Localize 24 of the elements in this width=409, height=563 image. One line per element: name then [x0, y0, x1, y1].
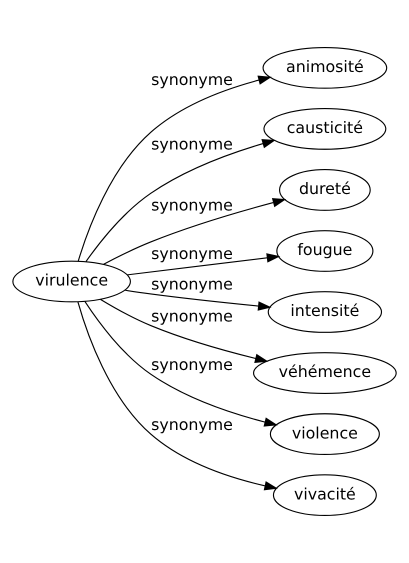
node-ellipse: animosité [262, 46, 388, 89]
arrow [84, 301, 278, 427]
edge-label: synonyme [151, 354, 233, 374]
arrow [125, 290, 272, 311]
node-ellipse: violence [270, 413, 380, 455]
arrow [86, 139, 276, 262]
edge-label: synonyme [151, 70, 233, 90]
edge-label: synonyme [151, 306, 233, 326]
node-ellipse: vivacité [272, 474, 377, 516]
node-ellipse: dureté [279, 169, 371, 211]
arrow [127, 253, 280, 276]
arrow [78, 76, 272, 262]
edge-label: synonyme [151, 196, 233, 215]
node-ellipse: causticité [263, 108, 386, 150]
edge-label: synonyme [151, 134, 233, 154]
edge-label: synonyme [151, 414, 233, 434]
node-ellipse: intensité [268, 291, 382, 333]
edge-label: synonyme [151, 274, 233, 294]
arrow [100, 298, 269, 364]
node-ellipse: virulence [12, 260, 131, 302]
node-ellipse: fougue [276, 230, 374, 272]
edge-label: synonyme [151, 244, 233, 264]
arrow [77, 302, 278, 490]
arrow [103, 198, 286, 265]
